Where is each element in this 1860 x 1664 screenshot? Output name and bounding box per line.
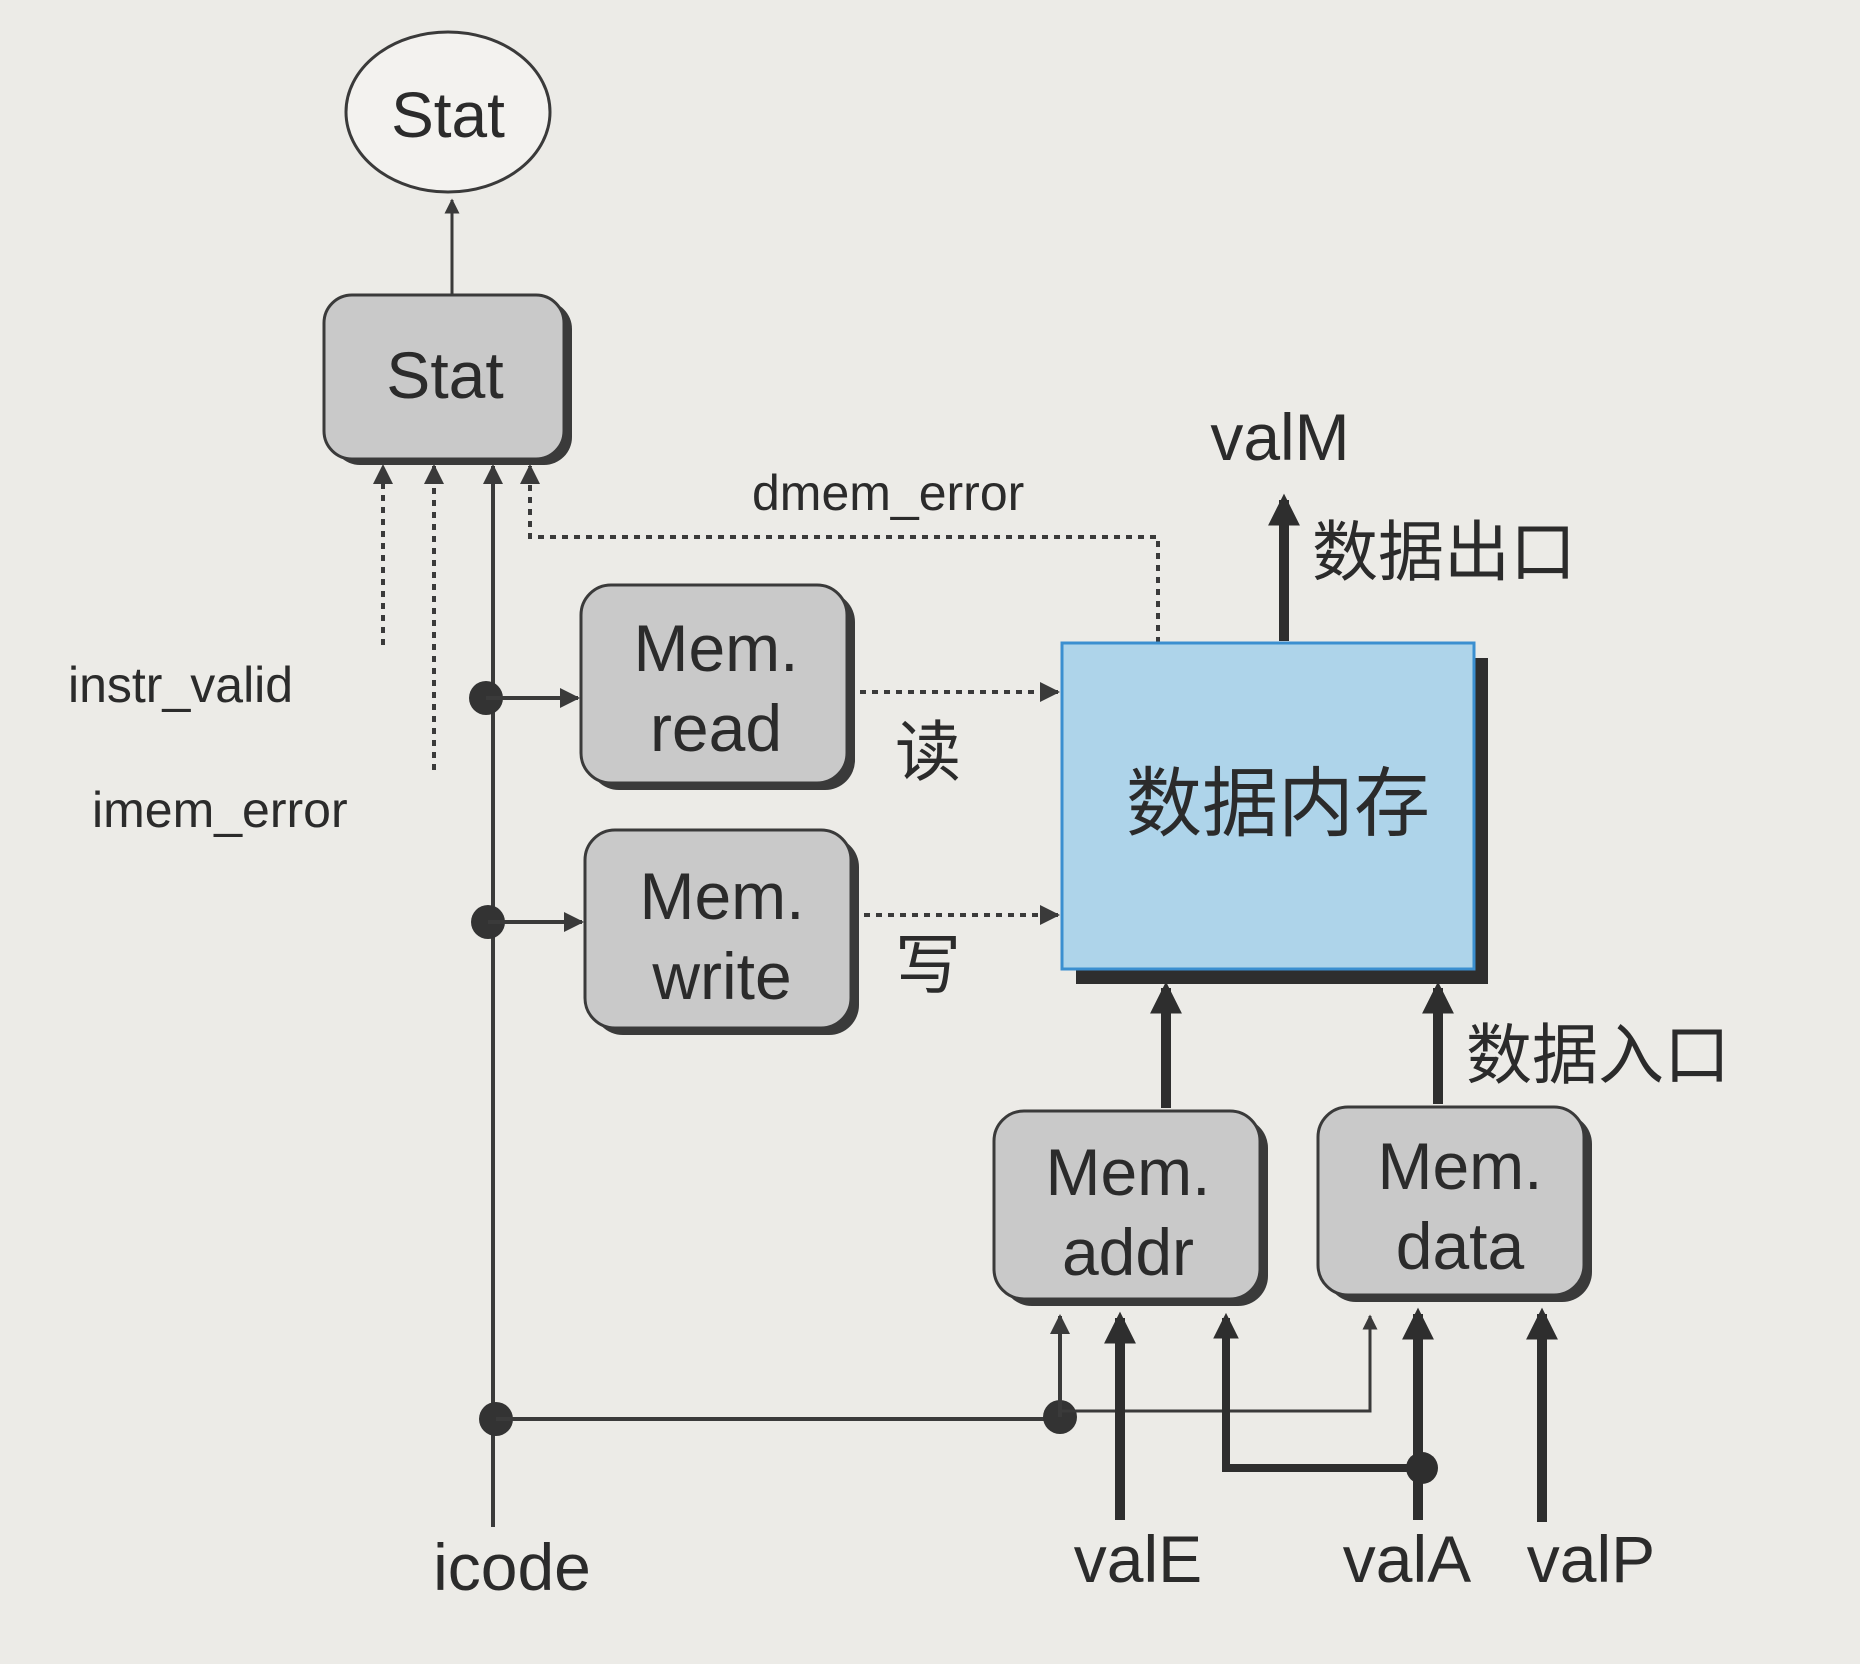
mem-data-block <box>1316 1105 1586 1297</box>
data-memory-label: 数据内存 <box>1126 759 1430 848</box>
mem-write-label-line2: write <box>651 939 791 1013</box>
mem-addr-label-line2: addr <box>1062 1215 1194 1289</box>
mem-read-block <box>579 583 849 785</box>
write-label: 写 <box>895 927 961 1004</box>
mem-read-label-line2: read <box>650 691 782 765</box>
instr-valid-label: instr_valid <box>68 657 293 713</box>
icode-label: icode <box>433 1530 591 1604</box>
vala-label: valA <box>1343 1522 1471 1596</box>
vala-junction <box>1406 1452 1438 1484</box>
valp-label: valP <box>1527 1522 1655 1596</box>
imem-error-label: imem_error <box>92 782 348 838</box>
data-memory-block <box>1060 641 1476 971</box>
mem-read-label-line1: Mem. <box>634 611 799 685</box>
mem-write-block <box>583 828 853 1030</box>
mem-addr-block <box>992 1109 1262 1301</box>
stat-block <box>322 293 566 461</box>
vala-to-addr-wire <box>1213 1312 1420 1472</box>
mem-data-label-line1: Mem. <box>1378 1129 1543 1203</box>
data-in-label: 数据入口 <box>1466 1017 1730 1094</box>
vale-label: valE <box>1074 1522 1202 1596</box>
mem-addr-label-line1: Mem. <box>1046 1135 1211 1209</box>
stat-output-ellipse <box>344 30 552 194</box>
mem-data-label-line2: data <box>1396 1209 1525 1283</box>
dmem-error-label: dmem_error <box>752 465 1024 521</box>
mem-write-label-line1: Mem. <box>640 859 805 933</box>
stat-block-label: Stat <box>386 338 503 412</box>
dmem-error-wire <box>520 464 1160 643</box>
read-label: 读 <box>895 714 961 791</box>
icode-to-mem-data <box>1060 1314 1378 1413</box>
valm-label: valM <box>1210 400 1349 474</box>
stat-output-label: Stat <box>391 79 505 151</box>
data-out-label: 数据出口 <box>1312 514 1576 591</box>
